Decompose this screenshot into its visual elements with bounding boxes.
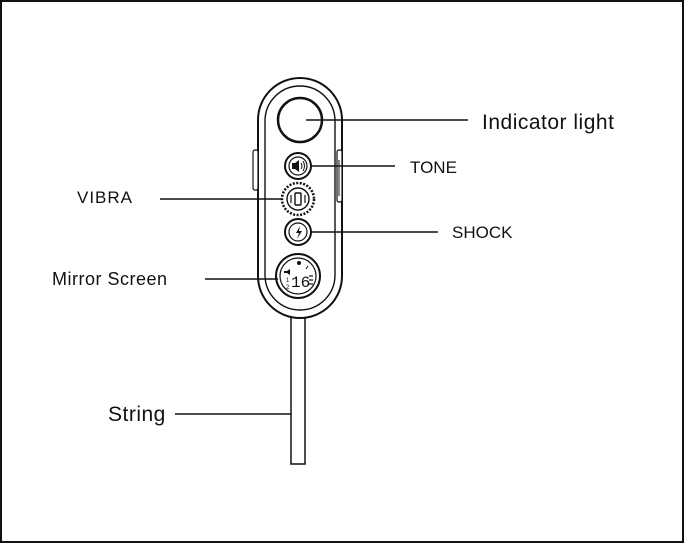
indicator-light-label: Indicator light	[482, 111, 614, 134]
string	[290, 311, 306, 465]
screen-digits: 16	[291, 274, 310, 292]
vibration-icon	[290, 192, 306, 206]
mirror-screen: 1 2 16	[275, 253, 321, 299]
mirror-screen-label: Mirror Screen	[52, 269, 168, 289]
shock-label: SHOCK	[452, 223, 513, 242]
speaker-icon	[292, 160, 305, 172]
svg-text:2: 2	[286, 285, 290, 291]
tone-label: TONE	[410, 158, 457, 177]
lightning-icon	[296, 226, 302, 239]
string-label: String	[108, 403, 166, 426]
leader-lines	[160, 119, 468, 415]
svg-text:1: 1	[286, 278, 290, 284]
shock-button[interactable]	[284, 218, 312, 246]
vibra-label: VIBRA	[77, 188, 133, 207]
vibra-button[interactable]	[280, 181, 316, 217]
tone-button[interactable]	[284, 152, 312, 180]
